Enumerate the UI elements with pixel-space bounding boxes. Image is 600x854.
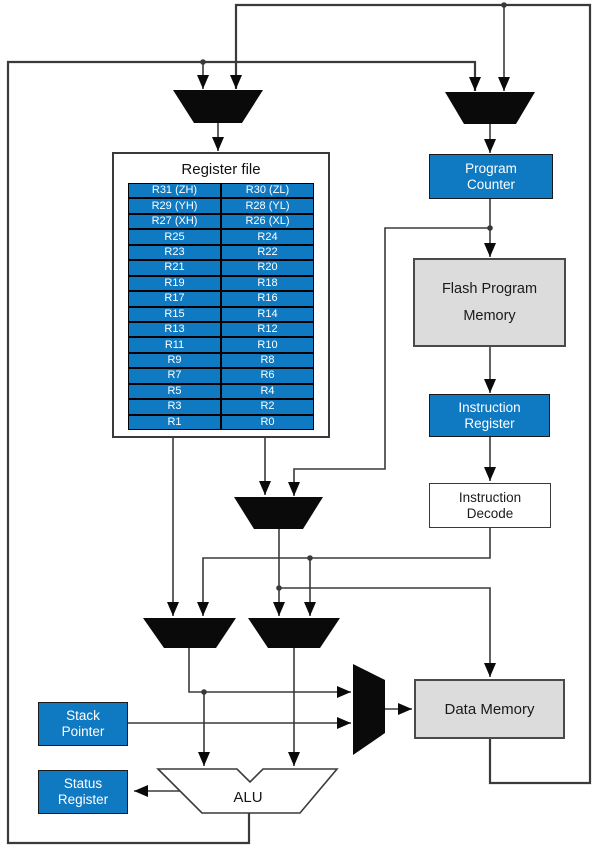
- junction-dot: [501, 2, 507, 8]
- wire-leftmux-to-datamux: [188, 648, 351, 698]
- instruction-decode-block: Instruction Decode: [429, 483, 551, 528]
- instruction-register-block: Instruction Register: [429, 394, 550, 437]
- register-cell: R19: [128, 275, 221, 292]
- stack-pointer-label: Stack Pointer: [61, 708, 105, 739]
- instruction-register-label: Instruction Register: [458, 399, 521, 431]
- multiplexers: [143, 90, 535, 755]
- register-cell: R22: [221, 244, 314, 261]
- register-cell: R0: [221, 414, 314, 430]
- register-cell: R29 (YH): [128, 198, 221, 214]
- register-table: R31 (ZH)R30 (ZL)R29 (YH)R28 (YL)R27 (XH)…: [128, 183, 314, 430]
- mux-pc-input: [445, 92, 535, 124]
- mux-alu-operand-b: [248, 618, 340, 648]
- register-cell: R16: [221, 291, 314, 307]
- register-cell: R4: [221, 383, 314, 400]
- register-cell: R18: [221, 275, 314, 292]
- wire-id-to-leftmux: [197, 528, 491, 616]
- register-cell: R13: [128, 321, 221, 338]
- register-row: R31 (ZH)R30 (ZL): [128, 183, 314, 199]
- junction-dot: [201, 689, 207, 695]
- register-cell: R1: [128, 414, 221, 430]
- stack-pointer-block: Stack Pointer: [38, 702, 128, 746]
- register-row: R29 (YH)R28 (YL): [128, 198, 314, 214]
- register-cell: R14: [221, 306, 314, 322]
- mux-address: [234, 497, 323, 529]
- register-cell: R23: [128, 244, 221, 261]
- flash-program-memory-label: Flash Program Memory: [441, 281, 538, 324]
- junction-dot: [487, 225, 493, 231]
- instruction-decode-label: Instruction Decode: [458, 489, 522, 521]
- register-cell: R9: [128, 352, 221, 369]
- register-cell: R15: [128, 306, 221, 322]
- junction-dot: [276, 585, 282, 591]
- register-cell: R17: [128, 291, 221, 307]
- register-cell: R26 (XL): [221, 213, 314, 230]
- status-register-block: Status Register: [38, 770, 128, 814]
- mux-alu-operand-a: [143, 618, 236, 648]
- wire-datamem-feedback: [230, 3, 592, 785]
- alu-label: ALU: [233, 789, 262, 806]
- register-cell: R31 (ZH): [128, 183, 221, 199]
- register-cell: R28 (YL): [221, 198, 314, 214]
- register-cell: R30 (ZL): [221, 183, 314, 199]
- mux-regfile-input: [173, 90, 263, 123]
- program-counter-block: Program Counter: [429, 154, 553, 199]
- register-cell: R3: [128, 399, 221, 415]
- register-cell: R6: [221, 368, 314, 384]
- flash-program-memory-block: Flash Program Memory: [413, 258, 566, 347]
- register-cell: R11: [128, 337, 221, 353]
- register-cell: R25: [128, 229, 221, 245]
- mux-datamem-input: [353, 664, 385, 755]
- data-memory-block: Data Memory: [414, 679, 565, 739]
- register-cell: R20: [221, 260, 314, 276]
- junction-dot: [307, 555, 313, 561]
- data-memory-label: Data Memory: [444, 700, 535, 718]
- register-cell: R24: [221, 229, 314, 245]
- register-cell: R27 (XH): [128, 213, 221, 230]
- register-cell: R2: [221, 399, 314, 415]
- register-cell: R8: [221, 352, 314, 369]
- register-cell: R5: [128, 383, 221, 400]
- register-row: R27 (XH)R26 (XL): [128, 213, 314, 230]
- program-counter-label: Program Counter: [465, 160, 517, 192]
- wire-junctions: [200, 2, 507, 695]
- register-file-title: Register file: [181, 161, 261, 178]
- wire-alu-feedback: [6, 60, 481, 845]
- wires: [6, 3, 592, 845]
- register-cell: R7: [128, 368, 221, 384]
- status-register-label: Status Register: [57, 776, 109, 807]
- register-cell: R12: [221, 321, 314, 338]
- register-cell: R10: [221, 337, 314, 353]
- wire-addrmux-to-datamem: [279, 587, 496, 677]
- alu-shape: [156, 768, 339, 814]
- register-cell: R21: [128, 260, 221, 276]
- junction-dot: [200, 59, 206, 65]
- wire-pc-to-addrmux: [288, 227, 490, 496]
- register-file-block: Register file R31 (ZH)R30 (ZL)R29 (YH)R2…: [112, 152, 330, 438]
